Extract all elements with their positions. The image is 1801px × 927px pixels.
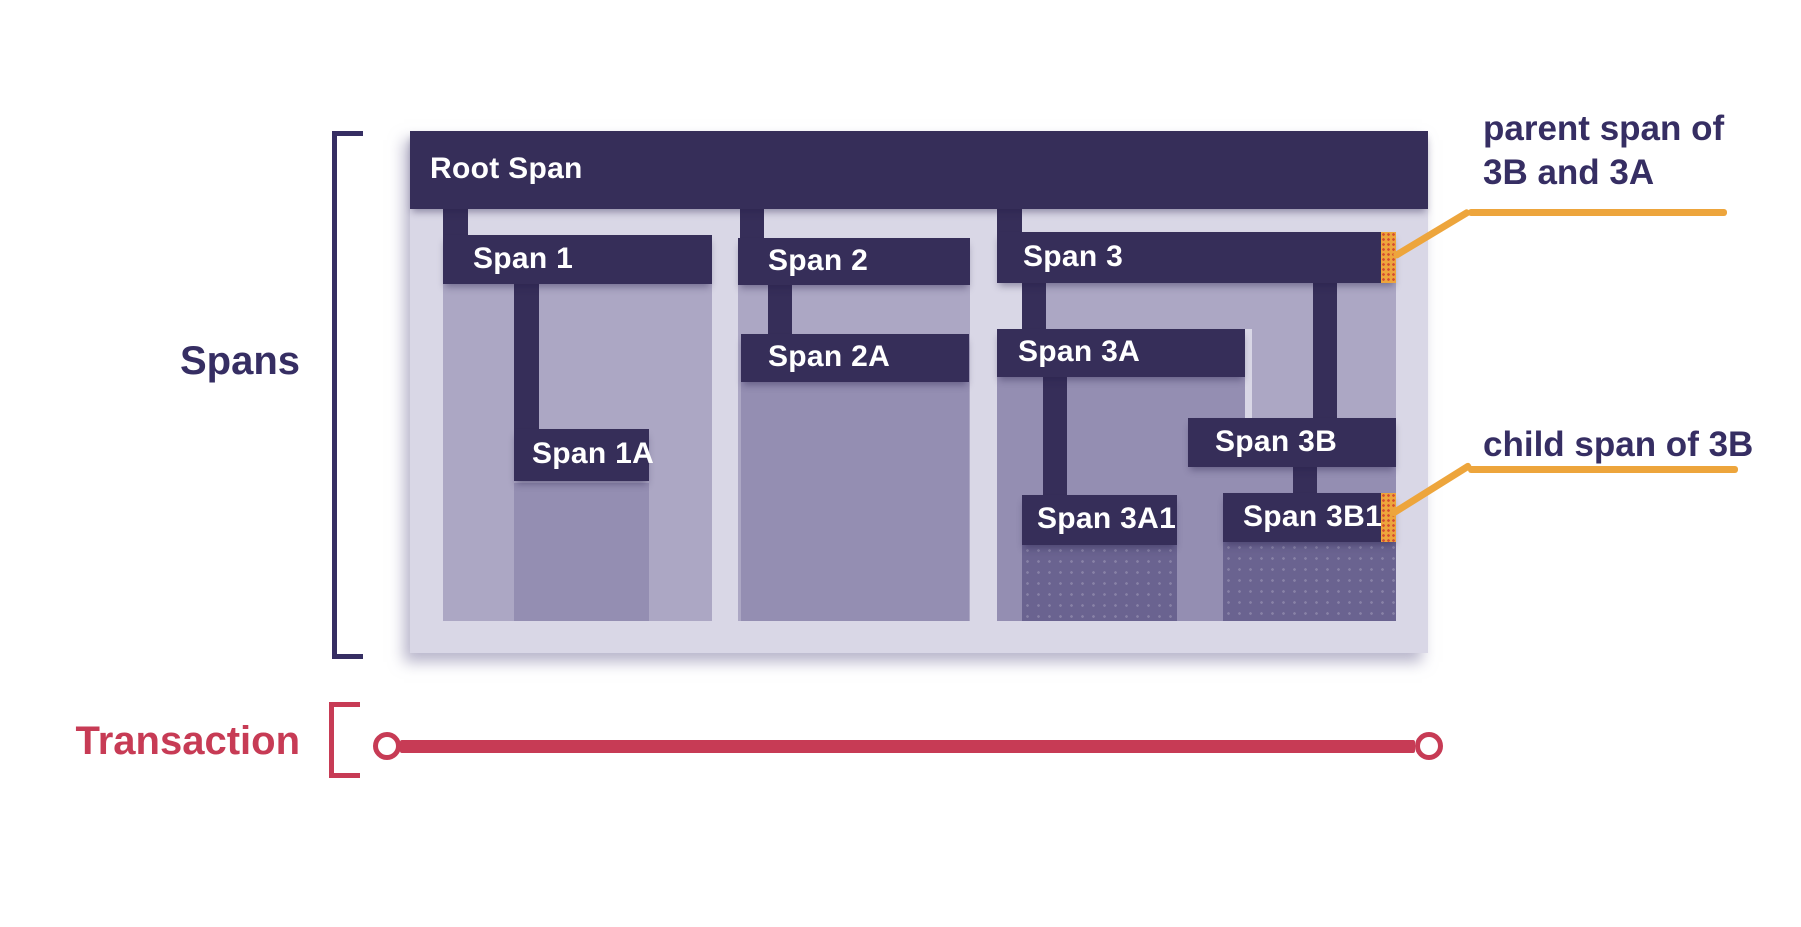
child-span-annotation: child span of 3B <box>1483 425 1754 464</box>
transaction-label: Transaction <box>75 719 300 763</box>
span-bar-label-span3a1: Span 3A1 <box>1037 502 1177 535</box>
highlight-tick-span3 <box>1381 232 1396 283</box>
span-bar-label-span1a: Span 1A <box>532 437 655 470</box>
span-bar-label-span2a: Span 2A <box>768 340 891 373</box>
parent-annotation-pointer-line <box>1468 209 1727 216</box>
connector-root-span1 <box>443 209 468 236</box>
span-fill-span3-upper <box>1046 283 1396 329</box>
parent-annotation-line1: parent span of <box>1483 109 1725 148</box>
highlight-tick-span3b1 <box>1381 493 1396 542</box>
span-bar-span1a: Span 1A <box>514 429 654 481</box>
child-annotation-pointer-line <box>1468 466 1738 473</box>
span-bar-span3b: Span 3B <box>1188 418 1396 467</box>
span-bar-span1: Span 1 <box>443 235 712 284</box>
spans-bracket-bottom-arm <box>332 654 363 659</box>
span-fill-span3b1 <box>1223 542 1396 621</box>
span-bar-span2a: Span 2A <box>741 334 969 382</box>
span-bar-label-span3b1: Span 3B1 <box>1243 499 1383 533</box>
transaction-start-circle <box>373 732 401 760</box>
spans-label: Spans <box>179 339 300 383</box>
connector-span3-span3b <box>1313 283 1337 419</box>
span-bar-label-span2: Span 2 <box>768 243 869 277</box>
transaction-bracket-line <box>329 702 334 778</box>
transaction-bracket-top-arm <box>329 702 360 707</box>
span-bar-label-span3a: Span 3A <box>1018 335 1141 368</box>
span-bar-label-span3: Span 3 <box>1023 239 1124 273</box>
spans-bracket-line <box>332 131 337 659</box>
connector-span3-span3a <box>1022 283 1046 330</box>
span-bar-label-span1: Span 1 <box>473 241 574 275</box>
span-fill-span3a1 <box>1022 545 1177 621</box>
span-bar-span3b1: Span 3B1 <box>1223 493 1396 542</box>
transaction-bracket-bottom-arm <box>329 773 360 778</box>
span-bar-label-span3b: Span 3B <box>1215 424 1338 458</box>
parent-span-annotation: parent span of 3B and 3A <box>1483 107 1724 195</box>
transaction-end-circle <box>1415 732 1443 760</box>
span-bar-root: Root Span <box>410 131 1428 209</box>
span-bar-span3a1: Span 3A1 <box>1022 495 1177 545</box>
connector-span2-span2a <box>768 285 792 335</box>
span-bar-label-root: Root Span <box>430 152 583 185</box>
transaction-timeline-line <box>400 740 1415 753</box>
parent-annotation-line2: 3B and 3A <box>1483 153 1655 192</box>
span-fill-span2a <box>741 382 969 621</box>
connector-root-span3 <box>997 209 1022 233</box>
connector-span3b-span3b1 <box>1293 467 1317 494</box>
connector-span3a-span3a1 <box>1043 377 1067 496</box>
span-bar-span3a: Span 3A <box>997 329 1245 377</box>
span-bar-span2: Span 2 <box>738 238 970 285</box>
connector-span1-span1a <box>514 284 539 430</box>
span-bar-span3: Span 3 <box>997 232 1396 283</box>
span-fill-span1a <box>514 483 649 621</box>
connector-root-span2 <box>740 209 764 239</box>
spans-bracket-top-arm <box>332 131 363 136</box>
